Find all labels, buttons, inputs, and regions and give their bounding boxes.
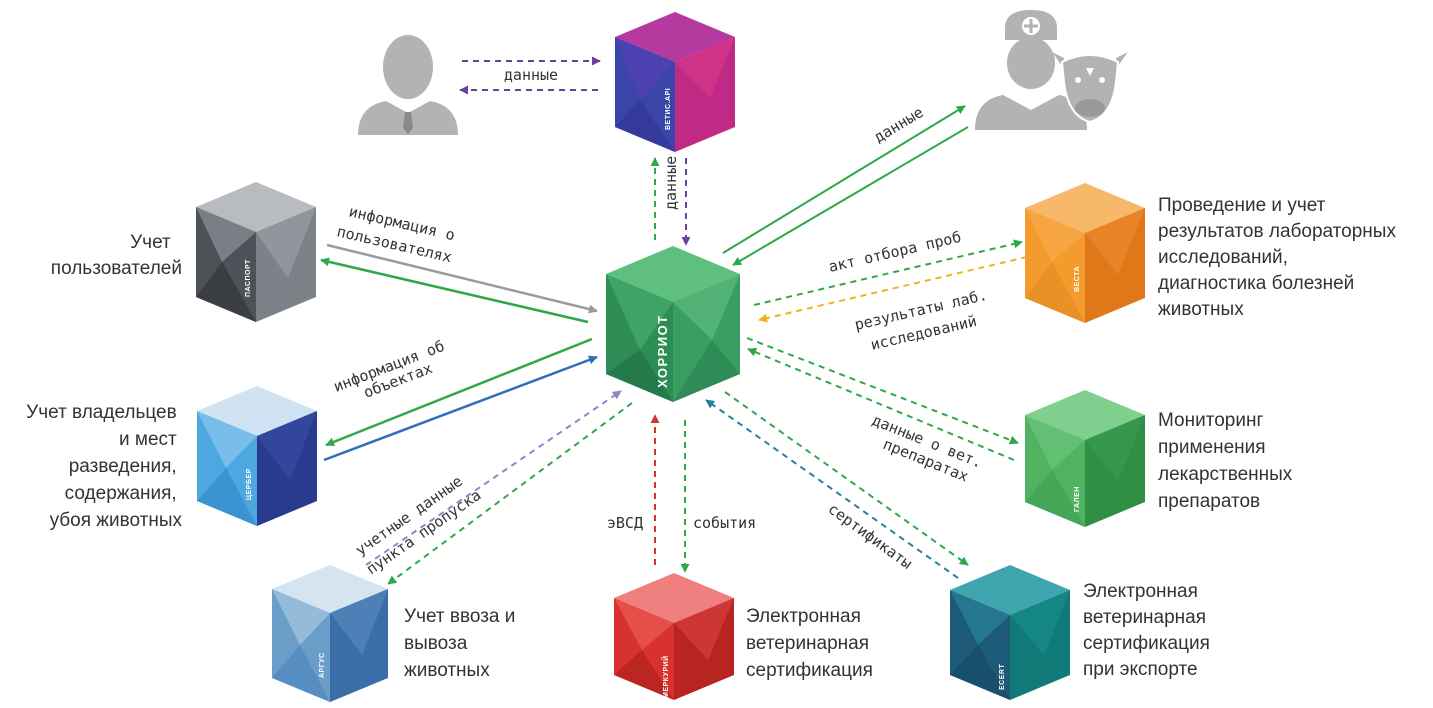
label-certs: сертификаты: [825, 500, 916, 573]
label-vesta-out: акт отбора проб: [827, 228, 963, 276]
pasport-description: Учет пользователей: [51, 232, 182, 279]
arrow-hub-to-vesta: [753, 239, 1023, 306]
arrow-hub-to-ecert: [724, 391, 969, 566]
arrow-hub-to-argus: [387, 402, 633, 585]
label-api-hub: данные: [662, 156, 680, 210]
galen-description: Мониторинг применения лекарственных преп…: [1158, 410, 1298, 512]
galen-label: ГАЛЕН: [1074, 486, 1081, 512]
arrow-vesta-to-hub: [758, 256, 1028, 323]
arrow-hub-to-pasport: [320, 257, 589, 324]
vetis-api-cube[interactable]: ВЕТИС.API: [615, 12, 735, 152]
argus-description: Учет ввоза и вывоза животных: [404, 606, 521, 681]
vesta-description: Проведение и учет результатов лабораторн…: [1158, 195, 1401, 320]
horriot-hub-cube[interactable]: ХОРРИОТ: [606, 246, 740, 402]
ecert-description: Электронная ветеринарная сертификация пр…: [1083, 581, 1215, 680]
descriptions: Учет пользователей Учет владельцев и мес…: [26, 195, 1401, 681]
arrow-hub-to-vet: [722, 105, 966, 254]
arrow-argus-to-hub: [365, 390, 622, 566]
arrow-galen-to-hub: [747, 347, 1015, 461]
argus-cube[interactable]: АРГУС: [272, 565, 388, 702]
label-evsd: эВСД: [607, 514, 643, 532]
arrows: [320, 56, 1028, 585]
galen-cube[interactable]: ГАЛЕН: [1025, 390, 1145, 527]
label-events: события: [693, 514, 756, 532]
vesta-cube[interactable]: ВЕСТА: [1025, 183, 1145, 323]
merkuriy-label: МЕРКУРИЙ: [661, 655, 670, 698]
cerber-label: ЦЕРБЕР: [246, 468, 253, 500]
arrow-hub-to-cerber: [325, 337, 593, 447]
vesta-label: ВЕСТА: [1074, 266, 1081, 292]
ecert-cube[interactable]: ECERT: [950, 565, 1070, 700]
horriot-label: ХОРРИОТ: [655, 314, 670, 388]
arrow-vet-to-hub: [732, 126, 969, 266]
argus-label: АРГУС: [319, 652, 326, 678]
merkuriy-description: Электронная ветеринарная сертификация: [746, 606, 874, 681]
arrow-cerber-to-hub: [323, 355, 598, 462]
label-user-api: данные: [504, 66, 558, 84]
user-icon: [358, 35, 458, 135]
cerber-description: Учет владельцев и мест разведения, содер…: [26, 402, 182, 531]
label-vet-hub: данные: [871, 103, 927, 146]
arrow-hub-to-galen: [746, 337, 1019, 445]
ecert-label: ECERT: [999, 664, 1006, 690]
merkuriy-cube[interactable]: МЕРКУРИЙ: [614, 573, 734, 700]
arrow-ecert-to-hub: [705, 399, 959, 579]
pasport-cube[interactable]: ПАСПОРТ: [196, 182, 316, 322]
cow-icon: [1052, 52, 1128, 124]
vetis-api-label: ВЕТИС.API: [665, 88, 672, 130]
arrow-pasport-to-hub: [326, 243, 598, 314]
cerber-cube[interactable]: ЦЕРБЕР: [197, 386, 317, 526]
pasport-label: ПАСПОРТ: [245, 259, 252, 297]
veterinarian-icon: [975, 10, 1087, 130]
